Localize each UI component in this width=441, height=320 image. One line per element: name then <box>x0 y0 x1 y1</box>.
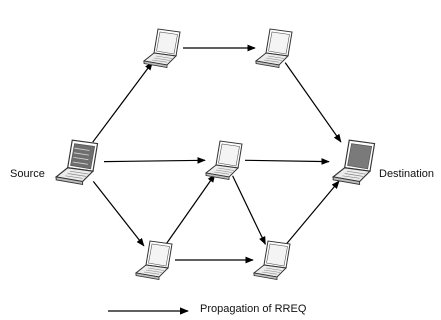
node-top-left <box>142 28 181 68</box>
edge-bottom-right-to-destination <box>284 180 340 247</box>
destination-label: Destination <box>379 168 435 180</box>
source-label: Source <box>10 168 45 180</box>
laptop-icon <box>142 28 181 68</box>
edge-bottom-left-to-middle <box>164 173 216 246</box>
laptop-icon <box>254 28 293 68</box>
laptop-icon <box>54 139 99 185</box>
edge-source-to-middle <box>103 157 206 164</box>
node-source <box>54 139 99 185</box>
laptop-icon <box>204 140 243 180</box>
laptop-icon <box>331 139 376 185</box>
edges-layer <box>92 44 342 264</box>
edge-middle-to-bottom-right <box>232 175 266 246</box>
laptop-icon <box>134 240 173 280</box>
node-bottom-right <box>252 240 291 280</box>
node-bottom-left <box>134 240 173 280</box>
edge-source-to-top-left <box>92 61 153 143</box>
node-destination <box>331 139 376 185</box>
node-top-right <box>254 28 293 68</box>
nodes-layer <box>54 28 376 280</box>
edge-source-to-bottom-left <box>92 181 145 247</box>
legend-label: Propagation of RREQ <box>200 303 307 315</box>
edge-top-right-to-destination <box>284 62 342 143</box>
node-middle <box>204 140 243 180</box>
edge-middle-to-destination <box>244 158 330 165</box>
laptop-icon <box>252 240 291 280</box>
